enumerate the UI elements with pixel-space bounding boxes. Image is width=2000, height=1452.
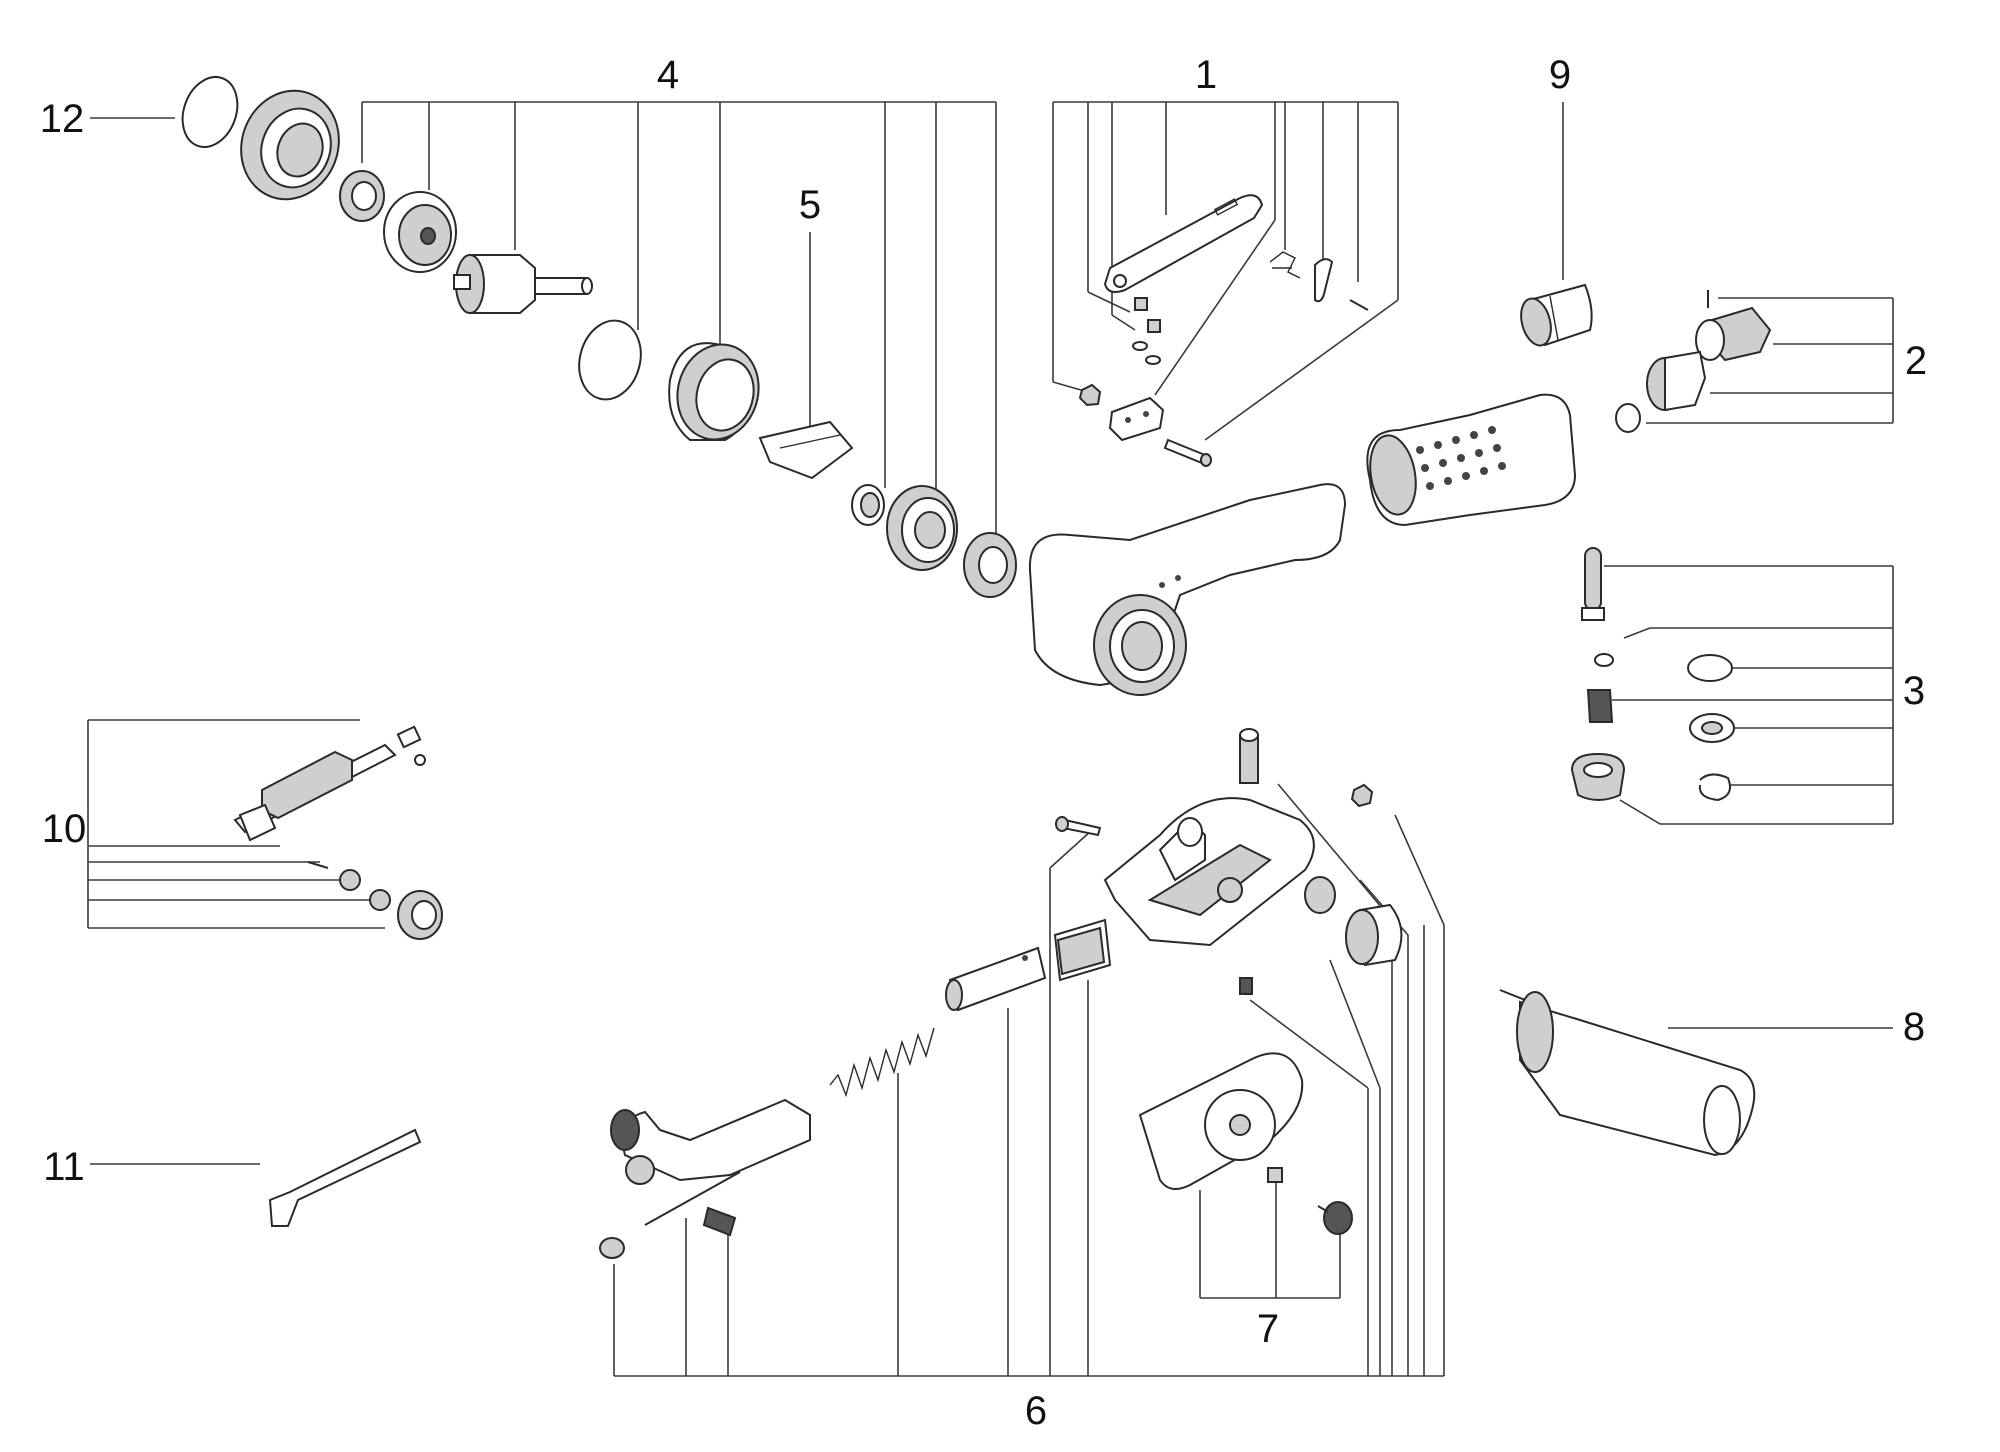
part-1-clamp bbox=[1108, 396, 1165, 442]
part-2-cable-gland bbox=[1695, 306, 1772, 362]
part-11-hex-key bbox=[268, 1128, 422, 1227]
part-6-clamp-lever bbox=[610, 1098, 811, 1226]
callout-6: 6 bbox=[1025, 1389, 1047, 1433]
callout-11: 11 bbox=[43, 1145, 85, 1189]
part-6-roller-small bbox=[1304, 876, 1336, 914]
part-10-pin bbox=[307, 861, 329, 869]
leader-lines-7 bbox=[1199, 1180, 1341, 1299]
callout-12: 12 bbox=[40, 97, 85, 141]
part-3-knob bbox=[1570, 752, 1626, 801]
leader-lines-10 bbox=[87, 719, 385, 929]
part-6-screw-top bbox=[1239, 728, 1259, 784]
callout-5: 5 bbox=[799, 183, 821, 227]
part-8-side-handle bbox=[1499, 989, 1756, 1157]
part-bearing-large bbox=[963, 532, 1017, 598]
part-drive-shaft bbox=[453, 254, 593, 314]
callout-1: 1 bbox=[1195, 53, 1217, 97]
part-1-lever-arm bbox=[1103, 194, 1264, 293]
part-6-sleeve bbox=[945, 946, 1047, 1012]
leader-lines-3 bbox=[1604, 565, 1894, 825]
part-bearing-seat bbox=[886, 485, 958, 571]
callout-8: 8 bbox=[1903, 1005, 1925, 1049]
part-o-ring-large bbox=[578, 319, 642, 401]
part-1-latch bbox=[1314, 258, 1334, 303]
part-6-cap bbox=[599, 1237, 625, 1259]
part-1-spring-clip bbox=[1269, 251, 1301, 279]
part-10-lever-frame bbox=[233, 725, 426, 842]
part-7-knob-screw bbox=[1317, 1201, 1353, 1235]
part-rear-grip bbox=[1366, 393, 1577, 527]
part-3-spring bbox=[1586, 689, 1614, 723]
part-7-belt-guard bbox=[1138, 1052, 1304, 1190]
part-2-threaded-fitting bbox=[1646, 350, 1707, 412]
callout-2: 2 bbox=[1905, 339, 1927, 383]
part-main-housing bbox=[1028, 483, 1347, 696]
part-6-nut bbox=[1350, 783, 1374, 808]
part-6-roller-large bbox=[1345, 903, 1403, 967]
part-threaded-nut bbox=[240, 89, 340, 201]
grip-dots bbox=[1416, 426, 1506, 490]
callout-4: 4 bbox=[657, 53, 679, 97]
part-6-rectangular-tube bbox=[1053, 918, 1112, 982]
part-2-washer bbox=[1615, 403, 1641, 433]
leader-lines-4 bbox=[361, 101, 997, 534]
part-1-screws bbox=[1078, 297, 1161, 407]
part-7-bushing bbox=[1267, 1167, 1283, 1183]
part-3-circlip bbox=[1698, 773, 1731, 802]
leader-lines-2 bbox=[1646, 297, 1894, 424]
callout-9: 9 bbox=[1549, 53, 1571, 97]
part-6-threaded-pin bbox=[702, 1206, 737, 1237]
part-10-nut-2 bbox=[369, 889, 391, 911]
leader-lines-6 bbox=[613, 783, 1445, 1377]
part-1-screw-long bbox=[1163, 438, 1212, 467]
part-6-pin-small bbox=[1055, 816, 1102, 837]
part-3-pin bbox=[1581, 547, 1605, 621]
part-6-spring bbox=[829, 1027, 935, 1098]
callout-3: 3 bbox=[1903, 669, 1925, 713]
part-10-nut-1 bbox=[339, 869, 361, 891]
part-12-o-ring bbox=[181, 76, 239, 148]
part-6-set-screw bbox=[1239, 977, 1253, 995]
part-3-washer-small bbox=[1594, 653, 1614, 667]
part-roller-sleeve bbox=[668, 342, 760, 441]
part-pulley-disc bbox=[383, 191, 457, 273]
callout-10: 10 bbox=[42, 807, 87, 851]
part-9-cable-sleeve bbox=[1520, 283, 1593, 347]
part-3-o-ring bbox=[1687, 654, 1733, 682]
part-10-bearing bbox=[397, 890, 443, 940]
part-bearing-small bbox=[339, 170, 385, 222]
leader-lines-1 bbox=[1052, 101, 1399, 441]
part-5-belt-guide bbox=[758, 420, 854, 480]
part-1-pin bbox=[1349, 299, 1369, 311]
callout-7: 7 bbox=[1257, 1307, 1279, 1351]
part-6-tension-frame bbox=[1103, 797, 1315, 947]
part-3-washer-large bbox=[1689, 713, 1735, 743]
part-bearing-ring bbox=[851, 484, 885, 526]
